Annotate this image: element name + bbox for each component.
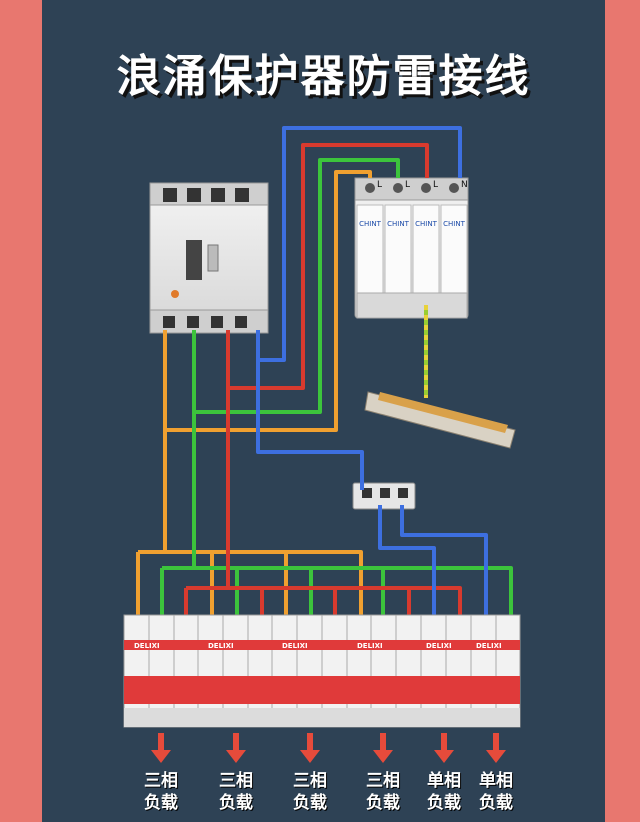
breaker-brand-label: DELIXI	[476, 642, 502, 650]
spd-brand-label: CHINT	[387, 220, 409, 228]
breaker-brand-label: DELIXI	[426, 642, 452, 650]
load-label: 三相负载	[366, 771, 400, 813]
load-label: 单相负载	[427, 771, 461, 813]
diagram-title: 浪涌保护器防雷接线	[116, 51, 531, 102]
load-arrows	[151, 733, 506, 763]
breaker-brand-label: DELIXI	[208, 642, 234, 650]
load-label: 三相负载	[144, 771, 178, 813]
spd-brand-label: CHINT	[359, 220, 381, 228]
earth-bus-bar	[364, 391, 516, 449]
spd-terminal-label: N	[461, 180, 468, 190]
load-label: 单相负载	[479, 771, 513, 813]
spd-brand-label: CHINT	[443, 220, 465, 228]
load-label: 三相负载	[219, 771, 253, 813]
load-label: 三相负载	[293, 771, 327, 813]
main-breaker	[149, 182, 269, 334]
breaker-row	[123, 614, 521, 728]
spd-terminal-label: L	[377, 180, 382, 190]
neutral-terminal-block	[352, 482, 416, 510]
spd-terminal-label: L	[433, 180, 438, 190]
spd-brand-label: CHINT	[415, 220, 437, 228]
distribution-wires	[136, 330, 513, 625]
breaker-brand-label: DELIXI	[134, 642, 160, 650]
breaker-brand-label: DELIXI	[282, 642, 308, 650]
breaker-brand-label: DELIXI	[357, 642, 383, 650]
surge-protector: CHINT CHINT CHINT CHINT L L L N	[354, 177, 469, 319]
spd-terminal-label: L	[405, 180, 410, 190]
